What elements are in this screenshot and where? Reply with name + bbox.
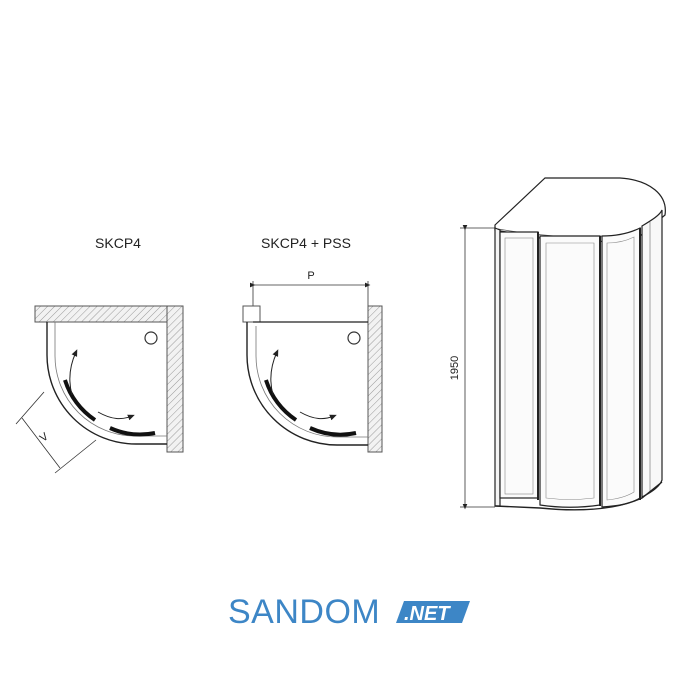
height-label: 1950: [449, 356, 461, 380]
glass-panel-middle-2: [309, 426, 357, 437]
drain-icon: [144, 331, 158, 345]
wall-top-middle: [242, 305, 261, 323]
logo-tag: .NET: [404, 603, 451, 625]
door-arrow-icon: [270, 349, 279, 396]
sliding-door-right-inner: [606, 236, 635, 501]
fixed-panel-left-inner: [504, 237, 534, 495]
glass-panel-left: [63, 379, 97, 422]
glass-panel-left-2: [109, 426, 156, 437]
sandom-logo: SANDOM .NET: [228, 593, 470, 630]
shower-tray-left: [46, 322, 167, 445]
door-arrow-icon-2: [97, 411, 135, 421]
door-arrow-icon: [69, 349, 78, 396]
sliding-door-left-inner: [545, 242, 595, 500]
wall-right-middle: [367, 305, 383, 453]
diagram-skcp4-pss: SKCP4 + PSS P: [242, 235, 383, 453]
logo-tag-background: [396, 601, 470, 623]
fixed-panel-right: [641, 209, 663, 498]
dimension-line-v: [21, 417, 61, 469]
diagram-title-skcp4: SKCP4: [95, 235, 141, 251]
logo-name: SANDOM: [228, 593, 380, 630]
dimension-tick-v2: [54, 439, 97, 474]
glass-panel-middle: [264, 379, 298, 422]
enclosure-left-frame: [494, 227, 501, 507]
sliding-door-left: [539, 235, 601, 508]
wall-right-left: [166, 305, 184, 453]
diagram-enclosure-3d: 1950: [449, 177, 666, 511]
dimension-label-v: V: [38, 430, 52, 444]
dimension-label-p: P: [307, 270, 314, 282]
diagram-title-skcp4-pss: SKCP4 + PSS: [261, 235, 351, 251]
tray-inner-middle: [255, 326, 368, 438]
drain-icon: [347, 331, 361, 345]
wall-top-left: [34, 305, 184, 323]
enclosure-bottom: [494, 481, 663, 511]
dimension-tick-v1: [15, 391, 45, 425]
tray-inner-left: [54, 322, 167, 437]
diagram-skcp4: SKCP4 V: [15, 235, 184, 474]
fixed-panel-left: [499, 231, 539, 499]
shower-tray-middle-arc: [246, 322, 368, 446]
door-arrow-icon-2: [299, 411, 337, 421]
